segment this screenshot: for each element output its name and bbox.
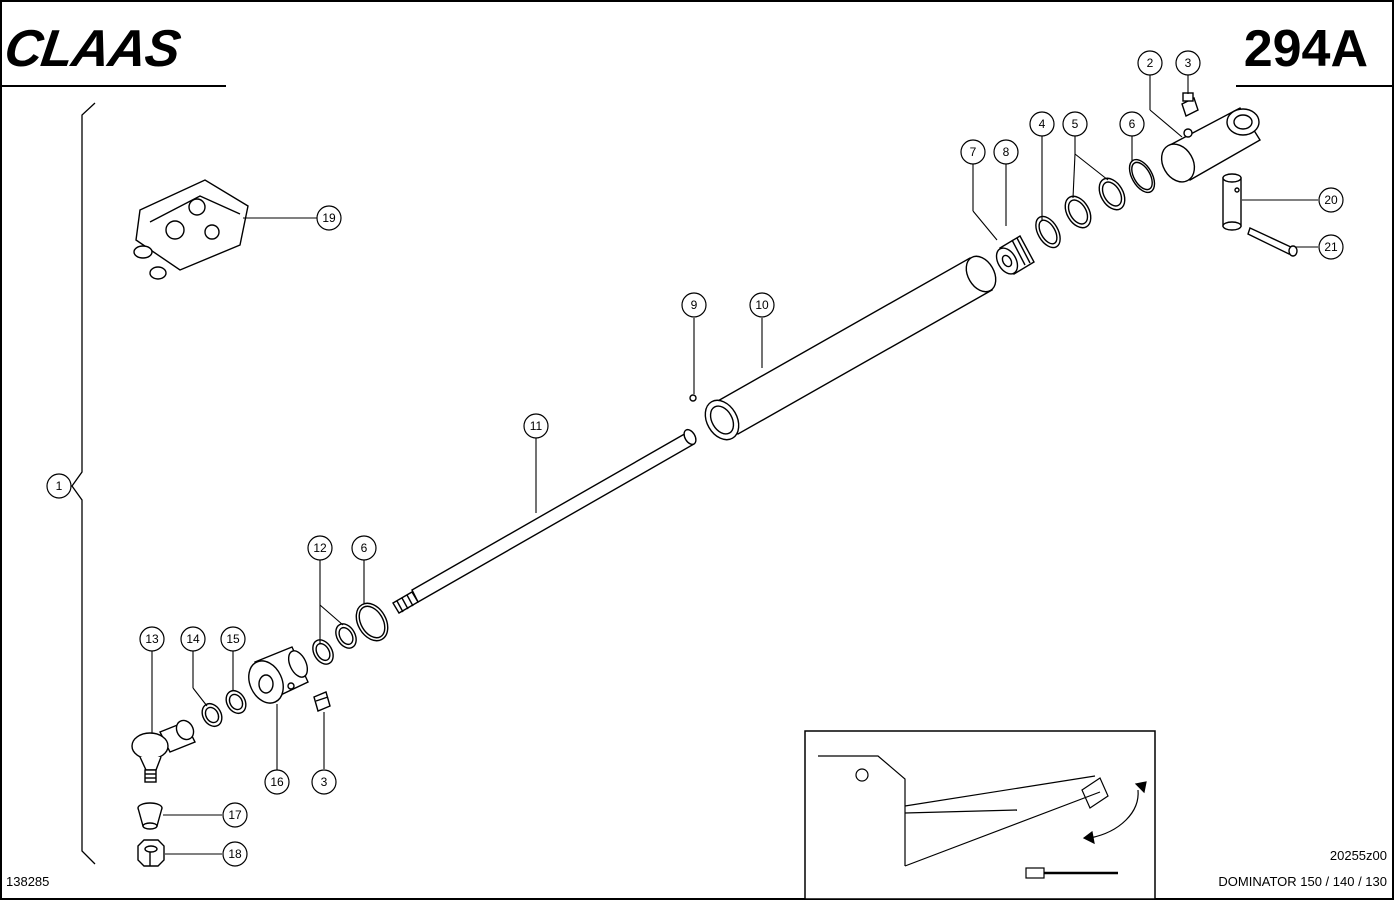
callout-10: 10 [749,292,775,318]
cylinder-barrel [704,255,997,441]
callout-6-top: 6 [1119,111,1145,137]
svg-text:13: 13 [145,632,159,646]
callout-19: 19 [316,205,342,231]
svg-text:10: 10 [755,298,769,312]
bleed-screw [689,394,697,402]
seal-ring-5b [1098,177,1126,211]
callout-9: 9 [681,292,707,318]
brand-logo: CLAAS [1,20,184,78]
cotter-pin [1247,227,1298,257]
callout-20: 20 [1318,187,1344,213]
ball-joint [131,719,196,783]
callout-6-bottom: 6 [351,535,377,561]
svg-text:8: 8 [1003,145,1010,159]
svg-text:3: 3 [321,775,328,789]
leader-lines [151,75,1318,855]
svg-text:3: 3 [1185,56,1192,70]
seal-ring-5a [1064,195,1092,229]
svg-text:12: 12 [313,541,327,555]
wiper-ring-12b [312,639,334,665]
model-designation: DOMINATOR 150 / 140 / 130 [1218,874,1387,889]
dust-boot [137,802,163,830]
callout-2: 2 [1137,50,1163,76]
callout-3-top: 3 [1175,50,1201,76]
drawing-code: 20255z00 [1330,848,1387,863]
svg-text:14: 14 [186,632,200,646]
callout-1: 1 [46,473,72,499]
callout-17: 17 [222,802,248,828]
callout-7: 7 [960,139,986,165]
callout-3-bottom: 3 [311,769,337,795]
svg-text:1: 1 [56,479,63,493]
seal-kit-bag [133,179,249,280]
pin [1222,173,1242,231]
callout-21: 21 [1318,234,1344,260]
svg-text:15: 15 [226,632,240,646]
callout-8: 8 [993,139,1019,165]
callout-4: 4 [1029,111,1055,137]
gland-head [248,646,309,704]
svg-text:20: 20 [1324,193,1338,207]
left-reference-code: 138285 [6,874,49,889]
callouts: 1 2 3 3 4 5 6 6 7 8 9 10 11 12 13 14 15 … [46,50,1344,867]
page-number: 294A [1244,20,1368,78]
callout-16: 16 [264,769,290,795]
ring-15 [225,689,247,715]
seal-ring-4 [1035,215,1061,249]
svg-text:6: 6 [1129,117,1136,131]
grease-nipple-top [1181,92,1199,117]
grease-nipple-lower [313,691,331,712]
parts [131,92,1298,867]
svg-text:16: 16 [270,775,284,789]
assembly-bracket [71,102,96,865]
location-inset [804,730,1156,900]
o-ring-lower [355,602,389,642]
callout-14: 14 [180,626,206,652]
clevis-end-cap [1160,107,1261,183]
svg-text:19: 19 [322,211,336,225]
callout-15: 15 [220,626,246,652]
svg-text:2: 2 [1147,56,1154,70]
callout-11: 11 [523,413,549,439]
callout-12: 12 [307,535,333,561]
piston-rod [392,428,697,614]
svg-text:5: 5 [1072,117,1079,131]
svg-text:18: 18 [228,847,242,861]
callout-13: 13 [139,626,165,652]
svg-text:11: 11 [530,419,543,433]
svg-text:4: 4 [1039,117,1046,131]
o-ring-upper [1128,158,1156,194]
hex-nut [137,839,165,867]
piston [995,235,1035,275]
svg-text:21: 21 [1324,240,1338,254]
wiper-ring-12a [335,623,357,649]
ring-14 [201,702,223,728]
callout-18: 18 [222,841,248,867]
svg-text:7: 7 [970,145,977,159]
svg-text:9: 9 [691,298,698,312]
callout-5: 5 [1062,111,1088,137]
svg-text:6: 6 [361,541,368,555]
svg-text:17: 17 [228,808,242,822]
